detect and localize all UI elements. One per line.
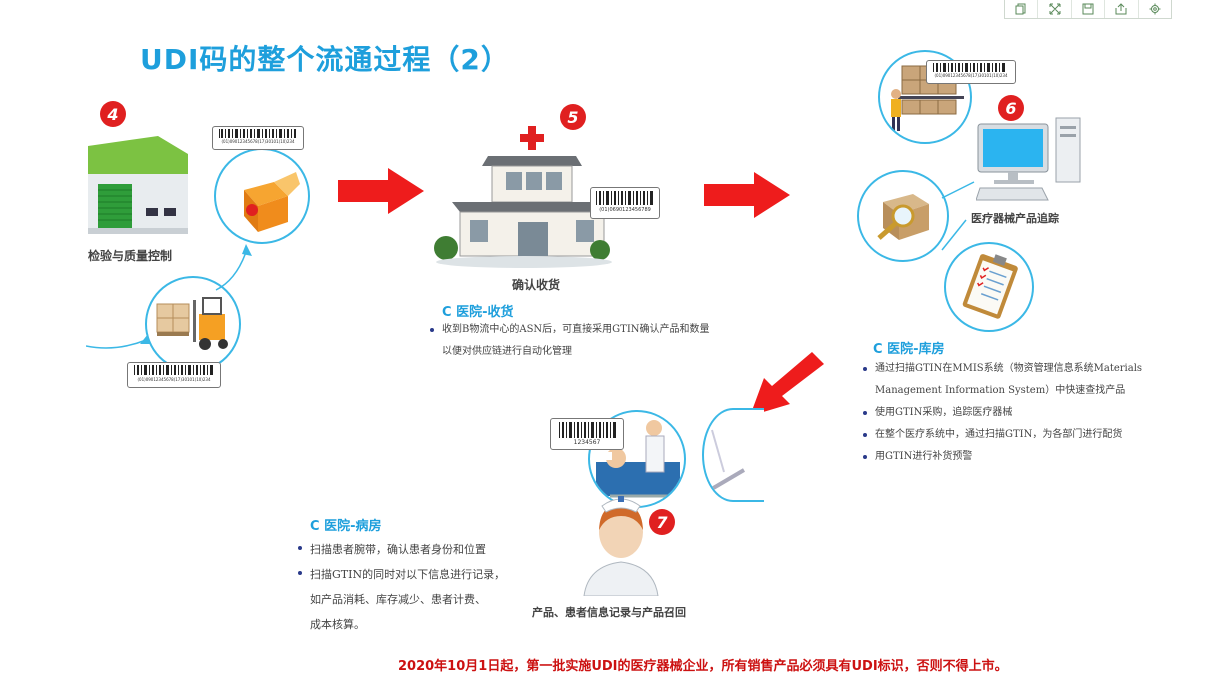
shelf-barcode-text: (01)09012345678(17)30101(10)234 (934, 73, 1008, 78)
step-6-marker: 6 (998, 95, 1024, 121)
hospital-barcode: (01)0690123456789 (590, 187, 660, 219)
forklift-circle (145, 276, 241, 372)
footer-notice: 2020年10月1日起，第一批实施UDI的医疗器械企业，所有销售产品必须具有UD… (398, 659, 1008, 674)
clipboard-circle (944, 242, 1034, 332)
step-4-marker: 4 (100, 101, 126, 127)
warehouse-illustration (88, 136, 188, 234)
receiving-bullet: 收到B物流中心的ASN后，可直接采用GTIN确认产品和数量 (430, 319, 730, 341)
forklift-icon (156, 297, 228, 350)
share-icon[interactable] (1104, 0, 1137, 18)
syringe-icon (708, 429, 746, 492)
hospital-barcode-text: (01)0690123456789 (599, 207, 651, 213)
ward-bullet: 扫描患者腕带，确认患者身份和位置 (298, 537, 558, 562)
warehouse-barcode-text: (01)09012345678(17)30101(10)234 (221, 139, 295, 144)
search-circle (857, 170, 949, 262)
ward-title: C 医院-病房 (310, 519, 382, 534)
warehouse-barcode: (01)09012345678(17)30101(10)234 (212, 126, 304, 150)
pallet-barcode-text: (01)09012345678(17)30101(10)234 (137, 377, 211, 382)
expand-icon[interactable] (1037, 0, 1070, 18)
ward-barcode: 1234567 (550, 418, 624, 450)
pallet-barcode: (01)09012345678(17)30101(10)234 (127, 362, 221, 388)
package-icon (244, 172, 300, 232)
warehouse-title: C 医院-库房 (873, 342, 945, 357)
computer-icon (976, 117, 1081, 201)
warehouse-bullet: 用GTIN进行补货预警 (863, 446, 1163, 468)
ward-bullet-cont: 成本核算。 (310, 618, 365, 631)
step-6-caption: 医疗器械产品追踪 (971, 212, 1059, 225)
warehouse-bullet: 通过扫描GTIN在MMIS系统（物资管理信息系统Materials (863, 358, 1163, 380)
warehouse-bullet: 使用GTIN采购，追踪医疗器械 (863, 402, 1163, 424)
warehouse-bullet: 在整个医疗系统中，通过扫描GTIN，为各部门进行配货 (863, 424, 1163, 446)
top-toolbar (1004, 0, 1172, 19)
flow-arrow-2 (704, 172, 790, 218)
ward-bullets: 扫描患者腕带，确认患者身份和位置 扫描GTIN的同时对以下信息进行记录， 如产品… (298, 537, 558, 637)
page-title: UDI码的整个流通过程（2） (140, 43, 510, 76)
partial-circle (702, 408, 764, 502)
copy-icon[interactable] (1005, 0, 1037, 18)
ward-bullet: 扫描GTIN的同时对以下信息进行记录， (298, 562, 558, 587)
shelf-barcode: (01)09012345678(17)30101(10)234 (926, 60, 1016, 84)
receiving-bullets: 收到B物流中心的ASN后，可直接采用GTIN确认产品和数量 以便对供应链进行自动… (430, 319, 730, 363)
hospital-illustration (434, 126, 612, 268)
nurse-icon (583, 496, 659, 596)
flow-arrow-3 (750, 352, 824, 416)
warehouse-bullets: 通过扫描GTIN在MMIS系统（物资管理信息系统Materials Manage… (863, 358, 1163, 468)
step-5-caption: 确认收货 (512, 278, 561, 292)
step-5-marker: 5 (560, 104, 586, 130)
clipboard-icon (962, 254, 1018, 319)
magnifier-box-icon (877, 194, 929, 240)
ward-bullet-cont: 如产品消耗、库存减少、患者计费、 (310, 593, 486, 606)
step-4-connectors (86, 244, 252, 349)
ward-barcode-text: 1234567 (573, 439, 601, 446)
settings-icon[interactable] (1137, 0, 1171, 18)
save-icon[interactable] (1070, 0, 1104, 18)
receiving-bullet-cont: 以便对供应链进行自动化管理 (442, 346, 572, 357)
flow-arrow-1 (338, 168, 424, 214)
inspection-circle (214, 148, 310, 244)
step-4-caption: 检验与质量控制 (88, 249, 173, 263)
step-7-caption: 产品、患者信息记录与产品召回 (532, 606, 686, 619)
step-7-marker: 7 (649, 509, 675, 535)
step-6-connectors (941, 181, 975, 251)
warehouse-bullet-cont: Management Information System）中快速查找产品 (875, 385, 1126, 396)
receiving-title: C 医院-收货 (442, 305, 514, 320)
